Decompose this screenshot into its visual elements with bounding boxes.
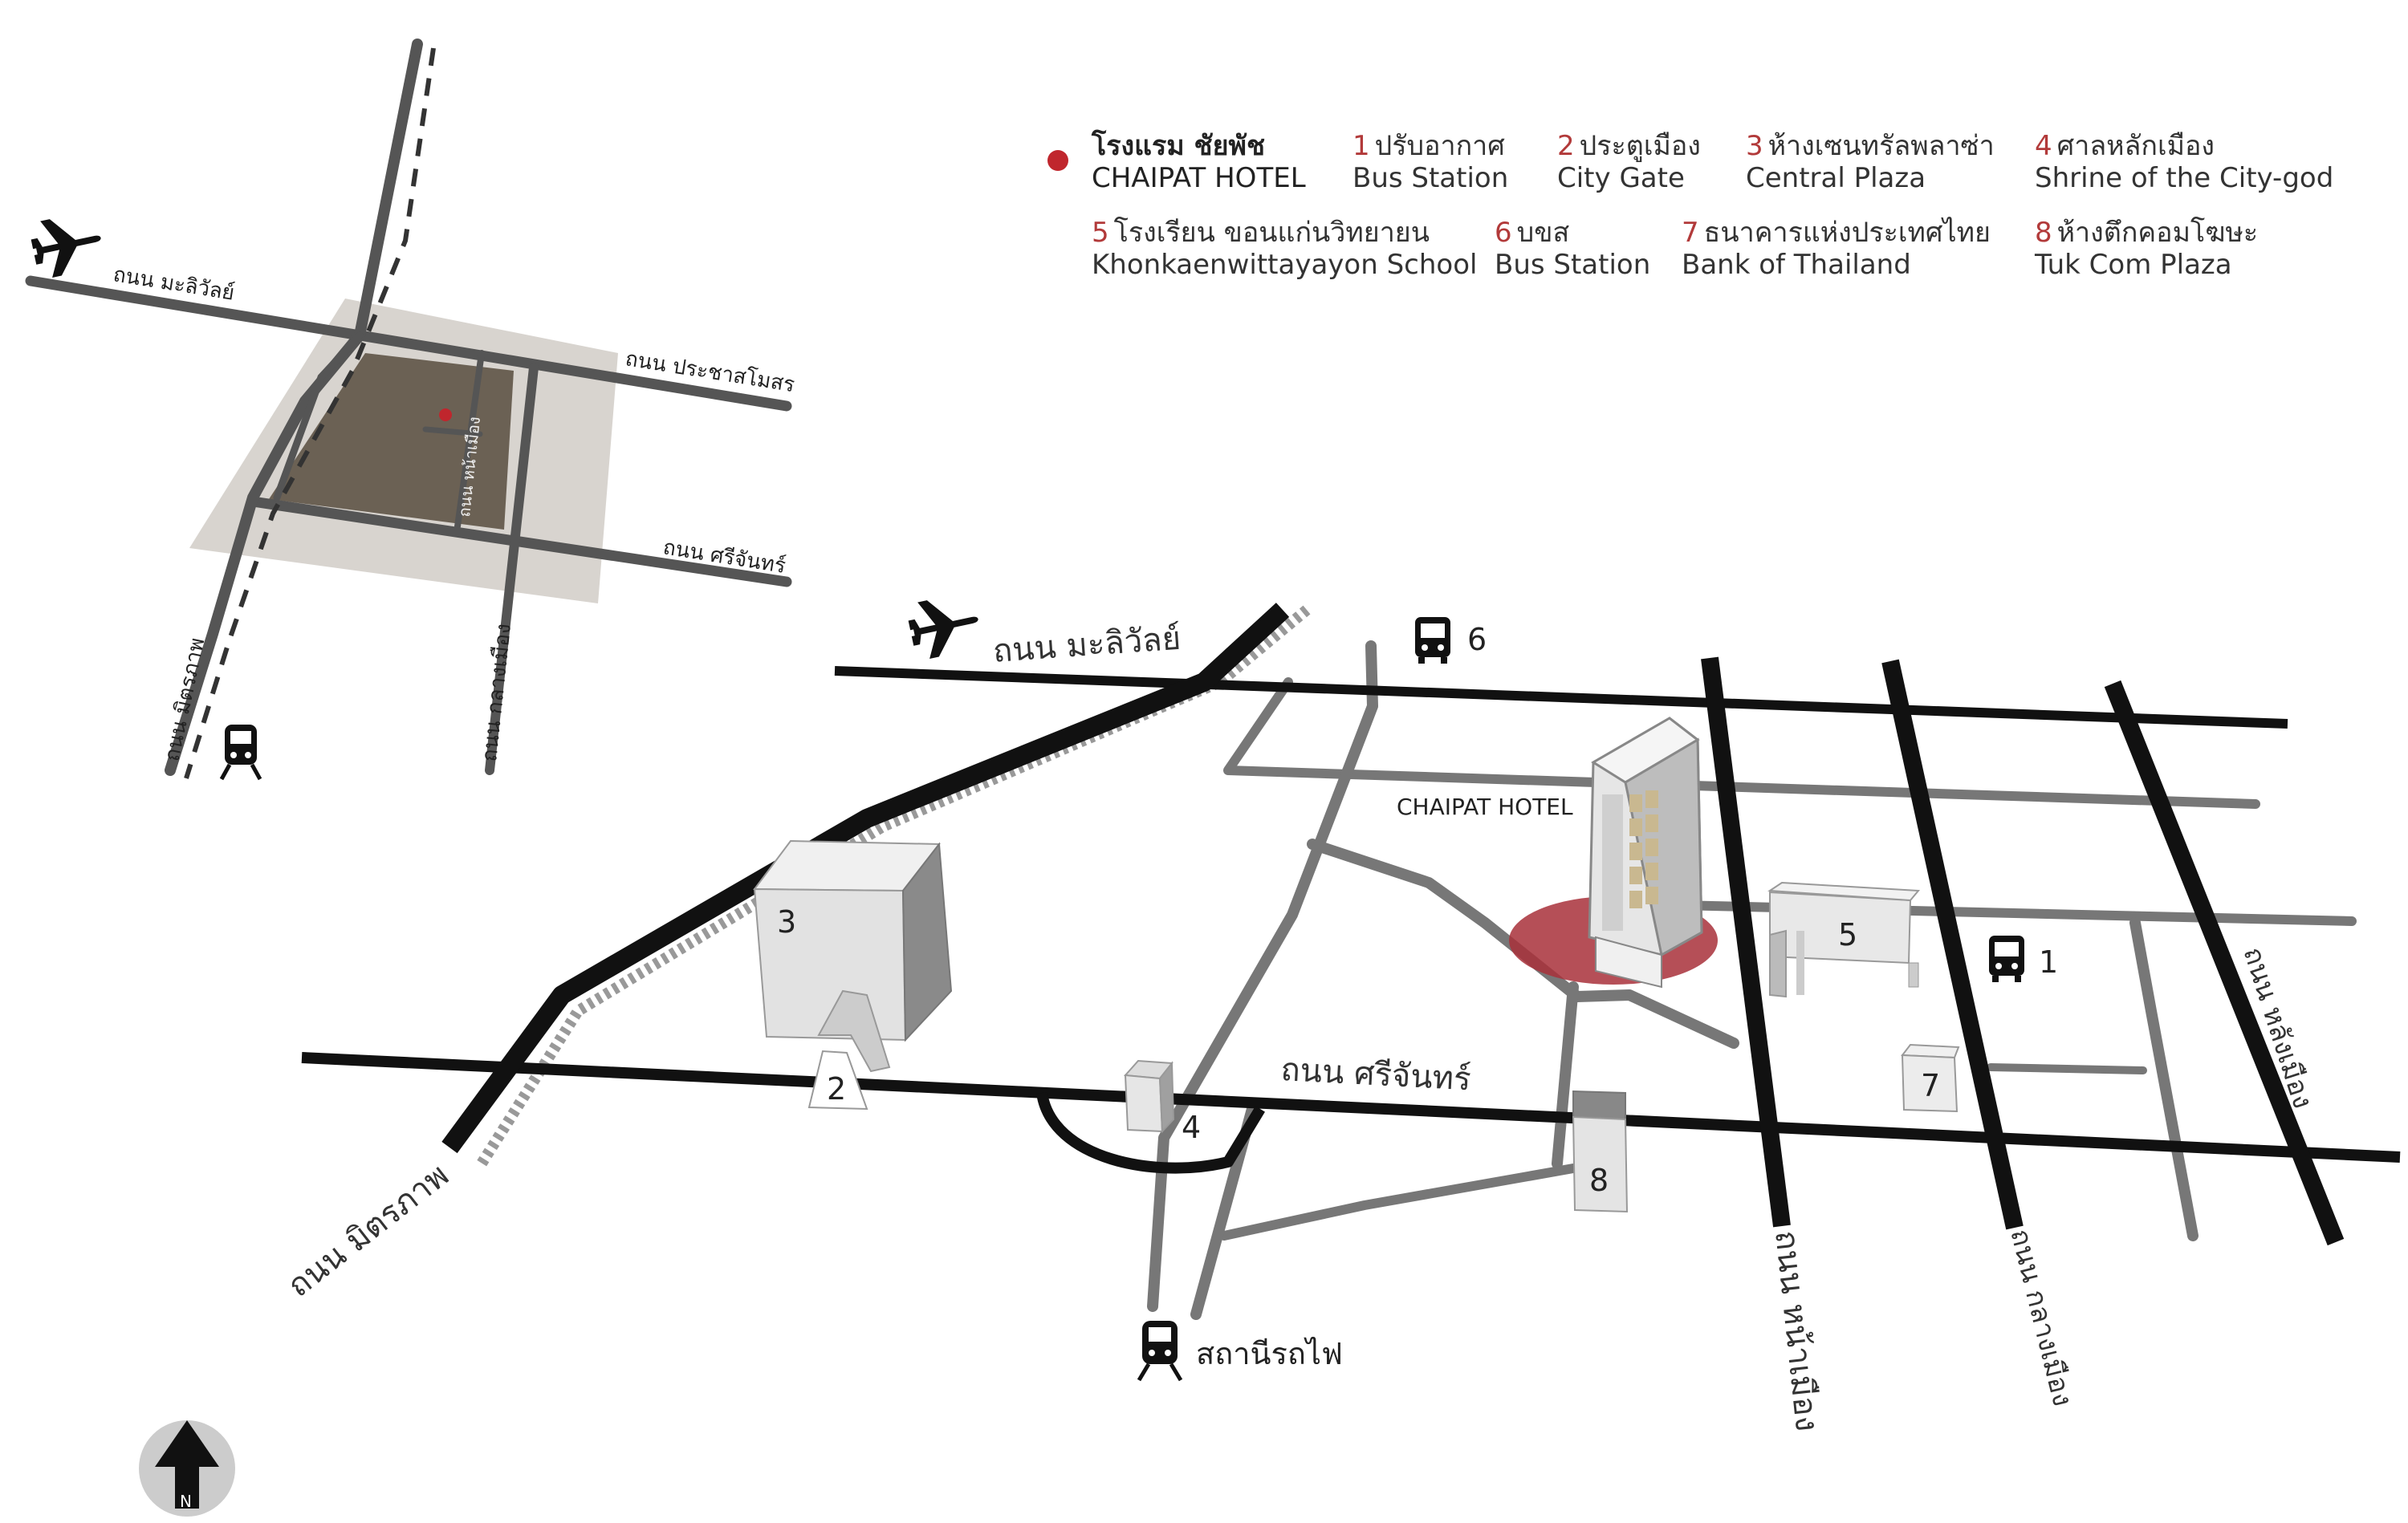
label-road-maliwan: ถนน มะลิวัลย์ (991, 620, 1182, 670)
road-maliwan (834, 666, 2288, 729)
legend-th: ห้างเซนทรัลพลาซ่า (1767, 130, 1995, 162)
legend-num: 6 (1495, 217, 1512, 249)
legend-en: Central Plaza (1746, 162, 1926, 194)
inset-hotel-marker (439, 408, 452, 421)
legend-en: Bank of Thailand (1682, 249, 1911, 281)
legend-num: 8 (2035, 217, 2052, 249)
legend-num: 1 (1352, 130, 1370, 162)
airplane-icon (908, 600, 978, 660)
legend-en: Tuk Com Plaza (2035, 249, 2232, 281)
hotel-name-th: โรงแรม ชัยพัช (1092, 130, 1266, 162)
road-klangmuang (1881, 659, 2024, 1230)
bus-icon (1415, 617, 1450, 664)
legend-en: City Gate (1557, 162, 1685, 194)
minor-road-sw (1219, 1164, 1578, 1241)
legend-num: 7 (1682, 217, 1699, 249)
train-station-label: สถานีรถไฟ (1196, 1336, 1343, 1371)
label-road-srichan: ถนน ศรีจันทร์ (1279, 1051, 1471, 1098)
label-road-mittraphap: ถนน มิตรภาพ (281, 1156, 456, 1304)
inset-road-klangmuang (485, 363, 539, 775)
inset-label-klangmuang: ถนน กลางเมือง (478, 623, 516, 763)
main-map: CHAIPAT HOTEL 3 2 4 5 (281, 600, 2401, 1433)
minor-road-south (1552, 981, 1579, 1169)
hotel-map-label: CHAIPAT HOTEL (1397, 794, 1573, 820)
building-3-central-plaza (753, 839, 953, 1073)
compass-label: N (180, 1492, 192, 1511)
legend-num: 4 (2035, 130, 2052, 162)
legend-th: ห้างตึกคอมโฆษะ (2056, 217, 2259, 249)
train-icon (1137, 1321, 1183, 1382)
legend-hotel: โรงแรม ชัยพัช CHAIPAT HOTEL (1092, 130, 1306, 194)
minor-road-bank (1987, 1063, 2147, 1074)
minor-road-langmuang-side (2129, 917, 2199, 1241)
inset-road-inner-west (273, 331, 364, 502)
inset-city-block (269, 353, 514, 530)
inset-road-maliwan (25, 275, 792, 412)
legend-th: บขส (1516, 217, 1570, 249)
building-8-tukcom (1572, 1090, 1629, 1213)
legend-en: Shrine of the City-god (2035, 162, 2334, 194)
inset-road-namuang (454, 350, 485, 530)
inset-road-srichan (247, 496, 792, 587)
building-5-school (1767, 881, 1921, 998)
road-langmuang (2104, 680, 2345, 1246)
inset-road-mittraphap (165, 39, 423, 776)
bus-stop-6-number: 6 (1467, 622, 1487, 657)
legend-en: Khonkaenwittayayon School (1092, 249, 1478, 281)
inset-label-mittraphap: ถนน มิตรภาพ (161, 636, 210, 763)
legend-th: ประตูเมือง (1579, 130, 1701, 162)
building-7-bank (1901, 1043, 1960, 1113)
bus-icon (1989, 936, 2024, 982)
building-2-number: 2 (827, 1071, 846, 1107)
train-icon (219, 725, 262, 781)
legend-th: ปรับอากาศ (1374, 130, 1505, 162)
bus-stop-1-number: 1 (2039, 944, 2058, 980)
railway-line (477, 605, 1311, 1167)
road-srichan (301, 1052, 2401, 1163)
building-4-shrine (1123, 1059, 1175, 1134)
legend-th: โรงเรียน ขอนแก่นวิทยายน (1113, 217, 1430, 249)
airplane-icon (31, 219, 101, 278)
north-arrow-icon: N (139, 1420, 235, 1517)
inset-road-minor (422, 426, 483, 437)
legend-num: 3 (1746, 130, 1763, 162)
legend-en: Bus Station (1495, 249, 1651, 281)
label-road-namuang: ถนน หน้าเมือง (1767, 1229, 1825, 1433)
inset-railway (184, 47, 436, 779)
hotel-building (1588, 717, 1703, 989)
building-3-number: 3 (777, 904, 796, 940)
legend-num: 5 (1092, 217, 1109, 249)
road-mittraphap (441, 603, 1290, 1154)
building-4-number: 4 (1182, 1110, 1201, 1145)
hotel-marker-icon (1047, 150, 1068, 171)
building-8-number: 8 (1589, 1163, 1609, 1198)
label-road-klangmuang: ถนน กลางเมือง (2003, 1226, 2078, 1410)
legend-num: 2 (1557, 130, 1575, 162)
road-shrine-loop (1036, 1091, 1265, 1174)
building-7-number: 7 (1921, 1068, 1940, 1103)
legend-th: ศาลหลักเมือง (2056, 130, 2215, 162)
building-2-city-gate (807, 1050, 868, 1111)
legend-th: ธนาคารแห่งประเทศไทย (1703, 217, 1991, 249)
hotel-name-en: CHAIPAT HOTEL (1092, 162, 1306, 194)
road-namuang (1701, 656, 1791, 1228)
building-5-number: 5 (1838, 917, 1857, 952)
legend-en: Bus Station (1352, 162, 1509, 194)
